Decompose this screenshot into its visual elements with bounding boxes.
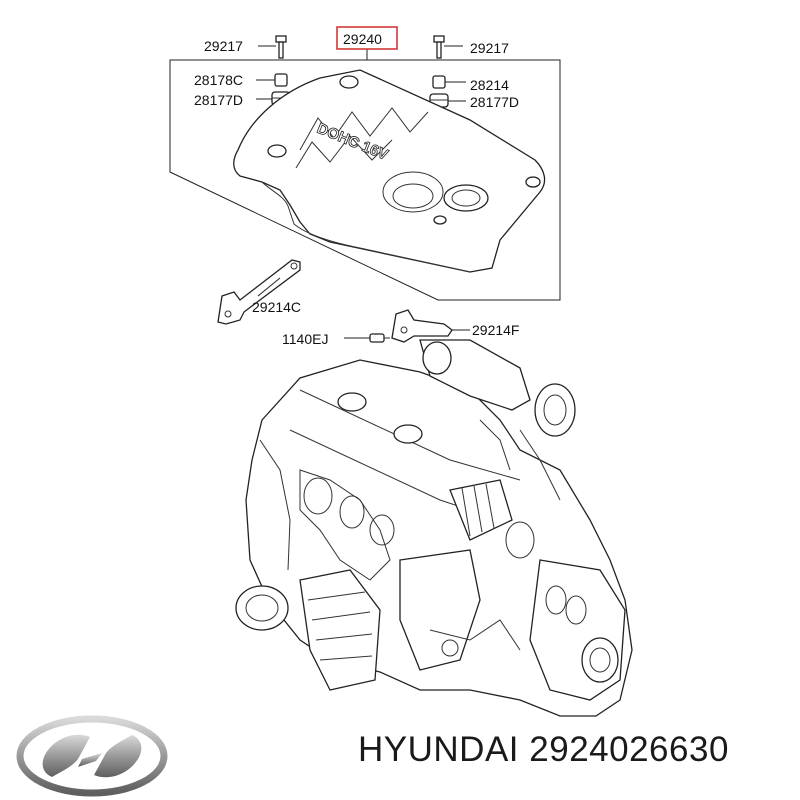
label-28178c: 28178C — [194, 72, 243, 88]
label-28177d-left: 28177D — [194, 92, 243, 108]
hyundai-logo — [16, 715, 168, 797]
bolt-left — [258, 35, 287, 59]
label-29214c: 29214C — [252, 299, 301, 315]
bolt-right — [433, 35, 463, 59]
bolt-1140ej — [344, 333, 390, 343]
leader-frame — [169, 48, 561, 301]
bracket-29214f — [391, 309, 470, 343]
brand-name: HYUNDAI — [358, 730, 520, 769]
engine-assembly — [235, 339, 633, 717]
bracket-29214c — [217, 259, 301, 325]
collar-left — [256, 73, 288, 87]
label-28177d-right: 28177D — [470, 94, 519, 110]
collar-right — [432, 75, 466, 89]
label-29217-left: 29217 — [204, 38, 243, 54]
label-1140ej: 1140EJ — [282, 331, 328, 347]
label-29214f: 29214F — [472, 322, 519, 338]
highlighted-part-label: 29240 — [343, 31, 382, 47]
label-29217-right: 29217 — [470, 40, 509, 56]
engine-cover: DOHC 16V — [233, 69, 546, 273]
label-28214: 28214 — [470, 77, 509, 93]
highlighted-part-callout[interactable]: 29240 — [336, 26, 398, 50]
part-number: 2924026630 — [529, 730, 729, 769]
footer-caption: HYUNDAI 2924026630 — [358, 730, 729, 770]
